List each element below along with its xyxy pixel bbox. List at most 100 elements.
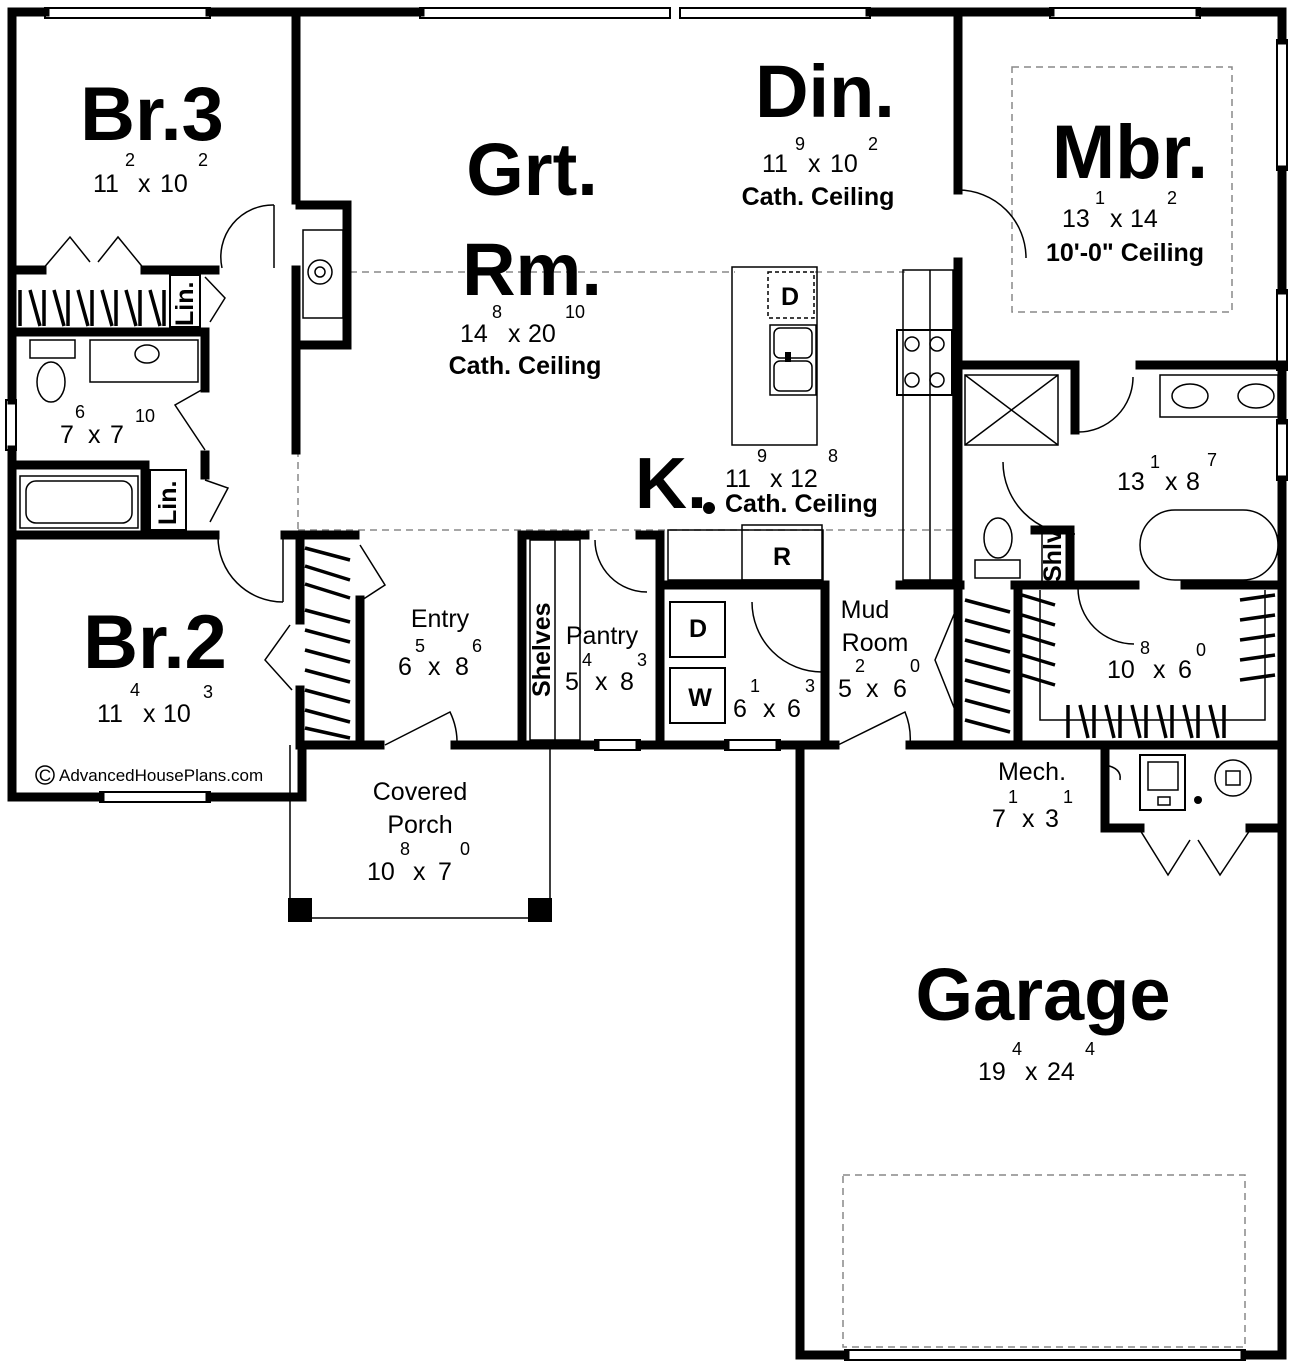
room-mech-width-in: 1 xyxy=(1008,787,1018,807)
room-mbr-name: Mbr. xyxy=(1052,110,1208,195)
svg-text:x: x xyxy=(143,700,156,728)
room-laundry-depth-in: 3 xyxy=(805,676,815,696)
copyright-text: AdvancedHousePlans.com xyxy=(59,766,263,785)
room-br3-name: Br.3 xyxy=(80,72,224,157)
room-grt-name1: Grt. xyxy=(466,128,598,211)
room-porch-name1: Covered xyxy=(373,778,468,806)
room-kitchen-note: Cath. Ceiling xyxy=(725,490,878,518)
svg-text:x: x xyxy=(508,320,521,348)
room-porch-width-in: 8 xyxy=(400,839,410,859)
room-mud-depth: 6 xyxy=(893,675,907,703)
shelf-label: Shlv xyxy=(1039,529,1067,582)
room-br3-width: 11 xyxy=(93,170,119,198)
room-laundry-width: 6 xyxy=(733,695,747,723)
room-garage-depth-in: 4 xyxy=(1085,1039,1095,1059)
room-br2-width-in: 4 xyxy=(130,680,140,700)
svg-text:x: x xyxy=(595,668,608,696)
room-porch-width: 10 xyxy=(367,858,395,886)
svg-text:x: x xyxy=(88,421,101,449)
copyright-symbol: C xyxy=(39,766,51,785)
dryer-label: D xyxy=(689,615,707,643)
room-din-depth-in: 2 xyxy=(868,134,878,154)
svg-text:x: x xyxy=(763,695,776,723)
room-wic-depth-in: 0 xyxy=(1196,640,1206,660)
room-din-depth: 10 xyxy=(830,150,858,178)
room-grt-width-in: 8 xyxy=(492,302,502,322)
room-porch-depth: 7 xyxy=(438,858,452,886)
dashed-lines xyxy=(297,66,1246,1348)
room-kitchen-depth-in: 8 xyxy=(828,446,838,466)
room-bath2-width-in: 6 xyxy=(75,402,85,422)
room-wic-width: 10 xyxy=(1107,656,1135,684)
room-kitchen-width-in: 9 xyxy=(757,446,767,466)
room-laundry-width-in: 1 xyxy=(750,676,760,696)
room-din-note: Cath. Ceiling xyxy=(742,183,895,211)
room-garage-width-in: 4 xyxy=(1012,1039,1022,1059)
svg-text:x: x xyxy=(1110,205,1123,233)
room-pantry-depth: 8 xyxy=(620,668,634,696)
room-pantry-depth-in: 3 xyxy=(637,650,647,670)
fixtures xyxy=(19,229,1279,919)
room-kitchen-name: K. xyxy=(635,444,707,524)
room-entry-depth-in: 6 xyxy=(472,636,482,656)
dishwasher-label: D xyxy=(781,283,799,311)
room-mud-width-in: 2 xyxy=(855,656,865,676)
walls xyxy=(7,7,1287,1360)
svg-text:x: x xyxy=(138,170,151,198)
room-grt-name2: Rm. xyxy=(462,228,602,311)
room-wic-width-in: 8 xyxy=(1140,638,1150,658)
room-mbath-width: 13 xyxy=(1117,468,1145,496)
svg-text:x: x xyxy=(1153,656,1166,684)
room-pantry-width-in: 4 xyxy=(582,650,592,670)
room-mech-depth-in: 1 xyxy=(1063,787,1073,807)
svg-text:x: x xyxy=(808,150,821,178)
room-entry-depth: 8 xyxy=(455,653,469,681)
room-porch-depth-in: 0 xyxy=(460,839,470,859)
linen-label-upper: Lin. xyxy=(171,282,199,326)
room-mech-depth: 3 xyxy=(1045,805,1059,833)
room-mud-depth-in: 0 xyxy=(910,656,920,676)
room-br2-name: Br.2 xyxy=(83,600,227,685)
svg-text:x: x xyxy=(428,653,441,681)
room-mbr-note: 10'-0" Ceiling xyxy=(1046,239,1204,267)
room-entry-width-in: 5 xyxy=(415,636,425,656)
room-mbath-depth-in: 7 xyxy=(1207,450,1217,470)
room-wic-depth: 6 xyxy=(1178,656,1192,684)
room-br3-depth: 10 xyxy=(160,170,188,198)
room-br2-width: 11 xyxy=(97,700,123,728)
copyright-circle xyxy=(35,765,55,785)
room-mud-name2: Room xyxy=(842,629,909,657)
room-grt-depth: 20 xyxy=(528,320,556,348)
room-br2-depth-in: 3 xyxy=(203,682,213,702)
room-porch-name2: Porch xyxy=(387,811,452,839)
room-mud-width: 5 xyxy=(838,675,852,703)
svg-text:x: x xyxy=(1165,468,1178,496)
room-mbr-width-in: 1 xyxy=(1095,188,1105,208)
room-mud-name1: Mud xyxy=(841,596,890,624)
room-din-width: 11 xyxy=(762,150,788,178)
door-swings xyxy=(41,189,1251,877)
room-mbr-depth-in: 2 xyxy=(1167,188,1177,208)
room-garage-depth: 24 xyxy=(1047,1058,1075,1086)
room-bath2-depth-in: 10 xyxy=(135,406,155,426)
room-bath2-depth: 7 xyxy=(110,421,124,449)
room-kitchen-depth: 12 xyxy=(790,465,818,493)
room-grt-note: Cath. Ceiling xyxy=(449,352,602,380)
room-entry-name: Entry xyxy=(411,605,470,633)
room-mech-name: Mech. xyxy=(998,758,1066,786)
room-laundry-depth: 6 xyxy=(787,695,801,723)
room-grt-width: 14 xyxy=(460,320,488,348)
room-grt-depth-in: 10 xyxy=(565,302,585,322)
room-garage-width: 19 xyxy=(978,1058,1006,1086)
solid-fixture-bits xyxy=(288,352,1202,922)
room-mbath-width-in: 1 xyxy=(1150,452,1160,472)
room-pantry-width: 5 xyxy=(565,668,579,696)
linen-label-lower: Lin. xyxy=(154,481,182,525)
room-entry-width: 6 xyxy=(398,653,412,681)
refrigerator-label: R xyxy=(773,543,791,571)
room-mech-width: 7 xyxy=(992,805,1006,833)
washer-label: W xyxy=(688,684,712,712)
svg-text:x: x xyxy=(866,675,879,703)
room-mbr-depth: 14 xyxy=(1130,205,1158,233)
room-kitchen-width: 11 xyxy=(725,465,751,493)
